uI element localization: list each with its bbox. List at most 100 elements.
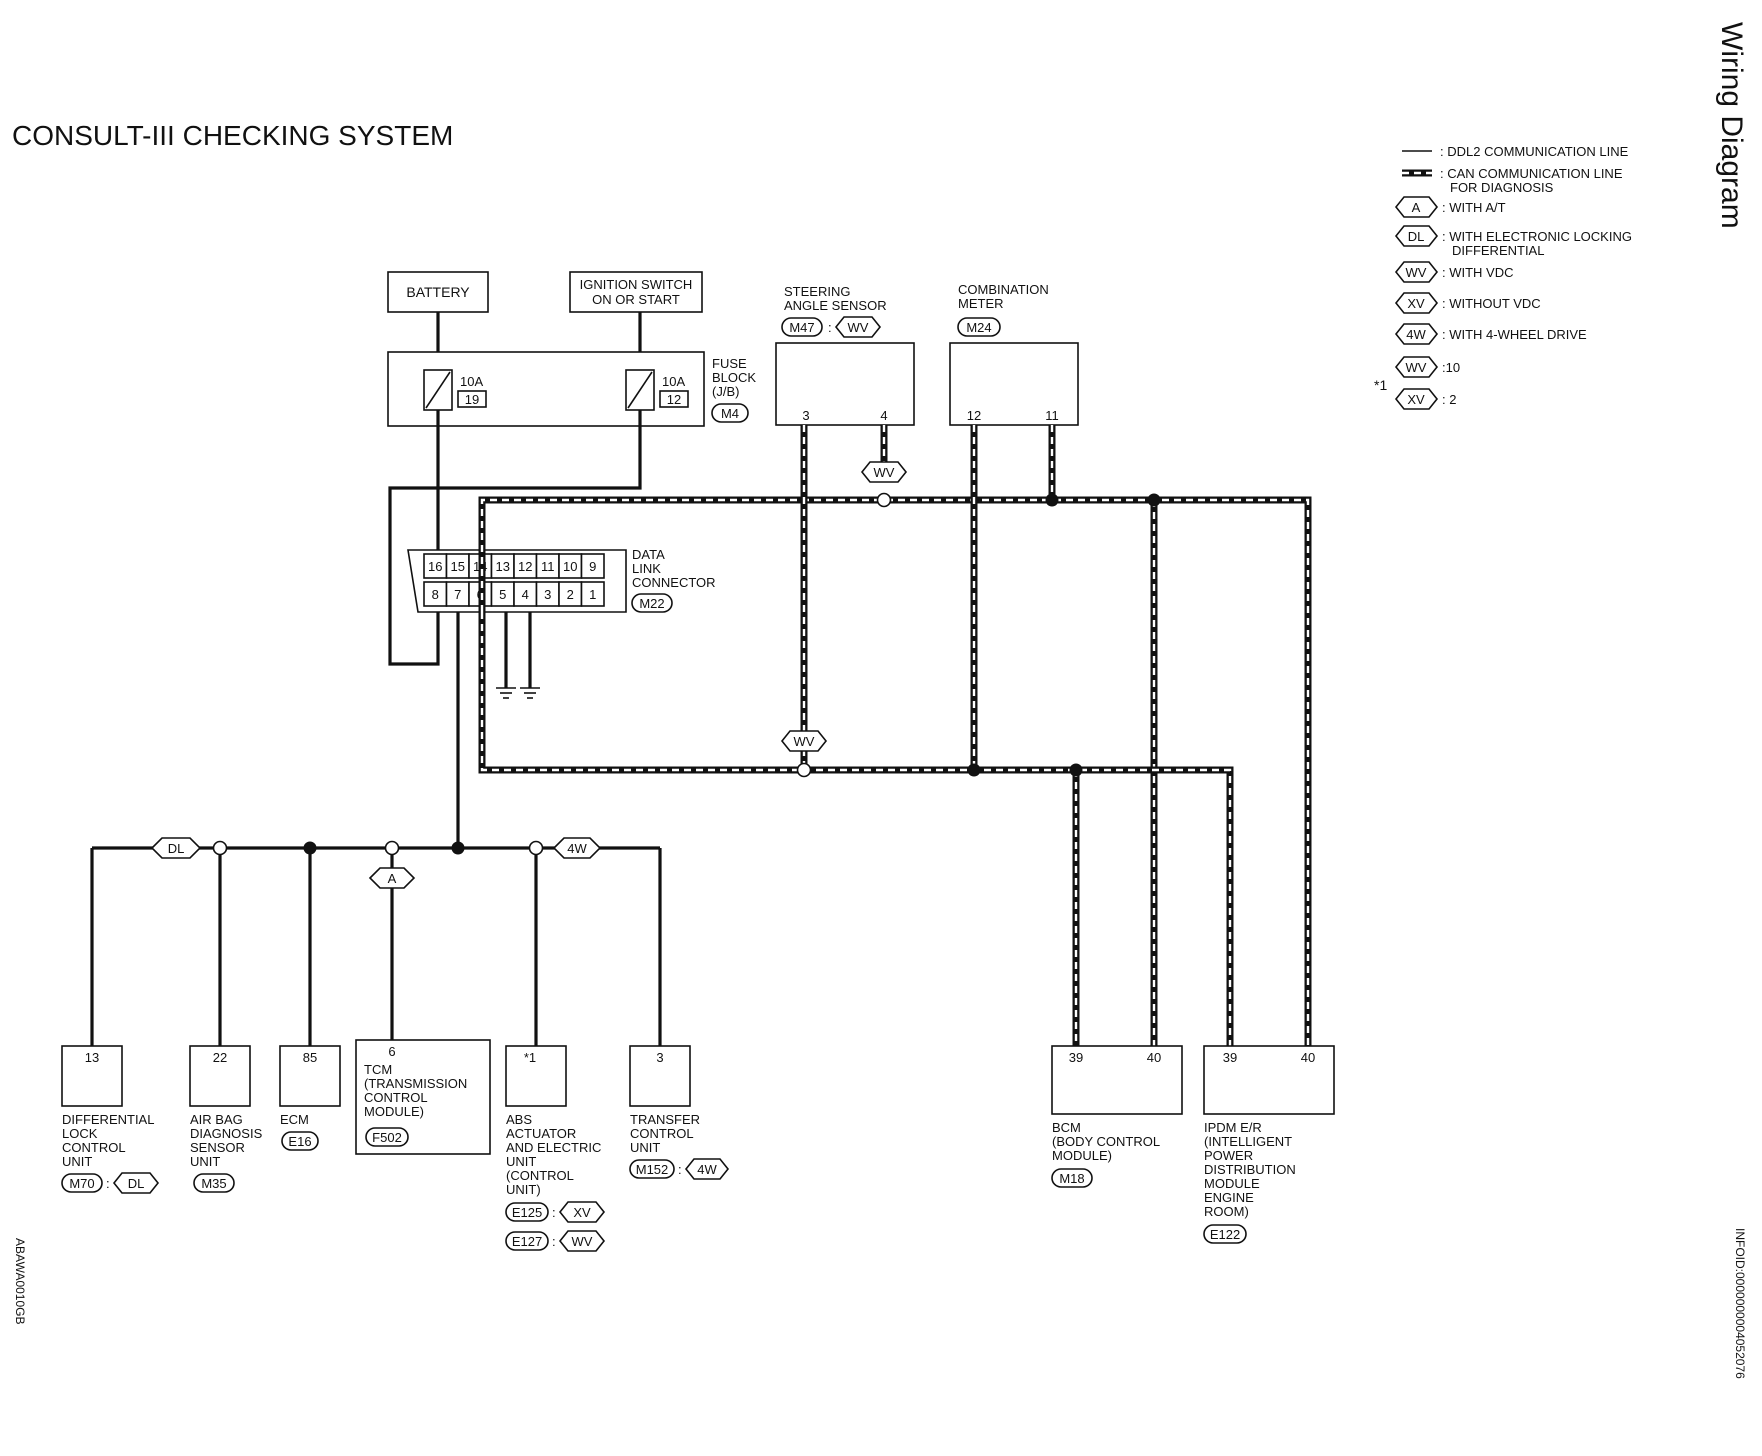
legend-text-dl: : WITH ELECTRONIC LOCKING [1442,229,1632,244]
svg-text:(BODY CONTROL: (BODY CONTROL [1052,1134,1160,1149]
svg-text:DL: DL [168,841,185,856]
dlc-bottom-pin: 2 [567,587,574,602]
svg-text:39: 39 [1223,1050,1237,1065]
combination-meter-label-1: COMBINATION [958,282,1049,297]
legend-text-wv-count: :10 [1442,360,1460,375]
svg-text:LOCK: LOCK [62,1126,98,1141]
combo-pin-12: 12 [967,408,981,423]
dlc-bottom-pin: 8 [432,587,439,602]
svg-text:*1: *1 [524,1050,536,1065]
svg-text:WV: WV [794,734,815,749]
legend-tag-dl: DL [1394,225,1439,247]
svg-text:A: A [388,871,397,886]
svg-text:DL: DL [128,1176,145,1191]
svg-text:ROOM): ROOM) [1204,1204,1249,1219]
svg-text:UNIT: UNIT [506,1154,536,1169]
svg-text::: : [678,1162,682,1177]
svg-text:UNIT: UNIT [190,1154,220,1169]
steering-connector-ref: M47 : WV [781,316,882,338]
abs-actuator-unit: *1 ABS ACTUATOR AND ELECTRIC UNIT (CONTR… [505,1045,606,1252]
page-title: CONSULT-III CHECKING SYSTEM [12,120,453,151]
svg-text:CONTROL: CONTROL [62,1140,126,1155]
combination-meter-connector-ref: M24 [957,317,1001,337]
dlc-bottom-pin: 3 [544,587,551,602]
svg-text:WV: WV [572,1234,593,1249]
svg-text:40: 40 [1301,1050,1315,1065]
svg-text:CONTROL: CONTROL [364,1090,428,1105]
steering-label-2: ANGLE SENSOR [784,298,887,313]
legend-can-line1: : CAN COMMUNICATION LINE [1440,166,1623,181]
legend-text-a: : WITH A/T [1442,200,1506,215]
svg-text:MODULE): MODULE) [364,1104,424,1119]
legend-text-4w: : WITH 4-WHEEL DRIVE [1442,327,1587,342]
svg-text:ACTUATOR: ACTUATOR [506,1126,576,1141]
svg-text:TCM: TCM [364,1062,392,1077]
dlc-bottom-pin: 5 [499,587,506,602]
legend: : DDL2 COMMUNICATION LINE : CAN COMMUNIC… [1374,144,1632,410]
legend-can-line2: FOR DIAGNOSIS [1450,180,1554,195]
dlc-label-3: CONNECTOR [632,575,716,590]
svg-text::: : [828,320,832,335]
dlc-top-pin: 11 [541,559,555,574]
svg-text:AND ELECTRIC: AND ELECTRIC [506,1140,601,1155]
svg-text:E125: E125 [512,1205,542,1220]
svg-text:UNIT: UNIT [630,1140,660,1155]
svg-text:UNIT: UNIT [62,1154,92,1169]
ignition-label-1: IGNITION SWITCH [580,277,693,292]
svg-text::: : [106,1176,110,1191]
ecm-unit: 85 ECM E16 [279,1045,341,1151]
svg-text:M4: M4 [721,406,739,421]
legend-tag-wv: WV [1394,261,1439,283]
svg-text:TRANSFER: TRANSFER [630,1112,700,1127]
svg-text:85: 85 [303,1050,317,1065]
svg-text:40: 40 [1147,1050,1161,1065]
svg-text:XV: XV [1407,392,1425,407]
svg-text:POWER: POWER [1204,1148,1253,1163]
steering-pin-3: 3 [802,408,809,423]
fuse-block-label-2: BLOCK [712,370,756,385]
ddl2-lines [90,612,662,1046]
ground-symbol-2 [520,687,540,699]
dlc-top-pin: 15 [451,559,465,574]
ground-symbol-1 [496,687,516,699]
svg-text:M47: M47 [789,320,814,335]
legend-tag-xv: XV [1394,292,1439,314]
svg-text:ENGINE: ENGINE [1204,1190,1254,1205]
legend-text-dl-2: DIFFERENTIAL [1452,243,1544,258]
fuse-12: 10A 12 [625,369,689,426]
ignition-switch-box [569,271,703,313]
right-info-code: INFOID:0000000004052076 [1733,1228,1747,1379]
svg-text:SENSOR: SENSOR [190,1140,245,1155]
svg-text:WV: WV [1406,265,1427,280]
combo-pin-11: 11 [1045,408,1059,423]
svg-text:UNIT): UNIT) [506,1182,541,1197]
legend-tag-wv-count: WV [1394,356,1439,378]
svg-text:ECM: ECM [280,1112,309,1127]
svg-text:M35: M35 [201,1176,226,1191]
svg-text:WV: WV [848,320,869,335]
bcm-unit: 39 40 BCM (BODY CONTROL MODULE) M18 [1051,1045,1183,1188]
svg-text:13: 13 [85,1050,99,1065]
dlc-top-pin: 12 [518,559,532,574]
legend-tag-4w: 4W [1394,323,1439,345]
can-junctions [796,492,1161,778]
svg-text::: : [552,1234,556,1249]
svg-text:XV: XV [1407,296,1425,311]
svg-text:WV: WV [874,465,895,480]
dlc-connector-ref: M22 [631,593,673,613]
tcm-unit: 6 TCM (TRANSMISSION CONTROL MODULE) F502 [355,1039,491,1155]
svg-text:DL: DL [1408,229,1425,244]
svg-text:DIFFERENTIAL: DIFFERENTIAL [62,1112,154,1127]
battery-label: BATTERY [406,284,470,300]
legend-tag-a: A [1394,196,1439,218]
steering-angle-sensor-box [775,342,915,426]
a-tag-bus: A [368,867,416,889]
dlc-label-1: DATA [632,547,665,562]
svg-text:E16: E16 [288,1134,311,1149]
left-image-code: ABAWA0010GB [13,1238,27,1324]
legend-ddl2: : DDL2 COMMUNICATION LINE [1440,144,1629,159]
ddl2-junctions [212,840,544,856]
legend-star-note: *1 [1374,377,1387,393]
